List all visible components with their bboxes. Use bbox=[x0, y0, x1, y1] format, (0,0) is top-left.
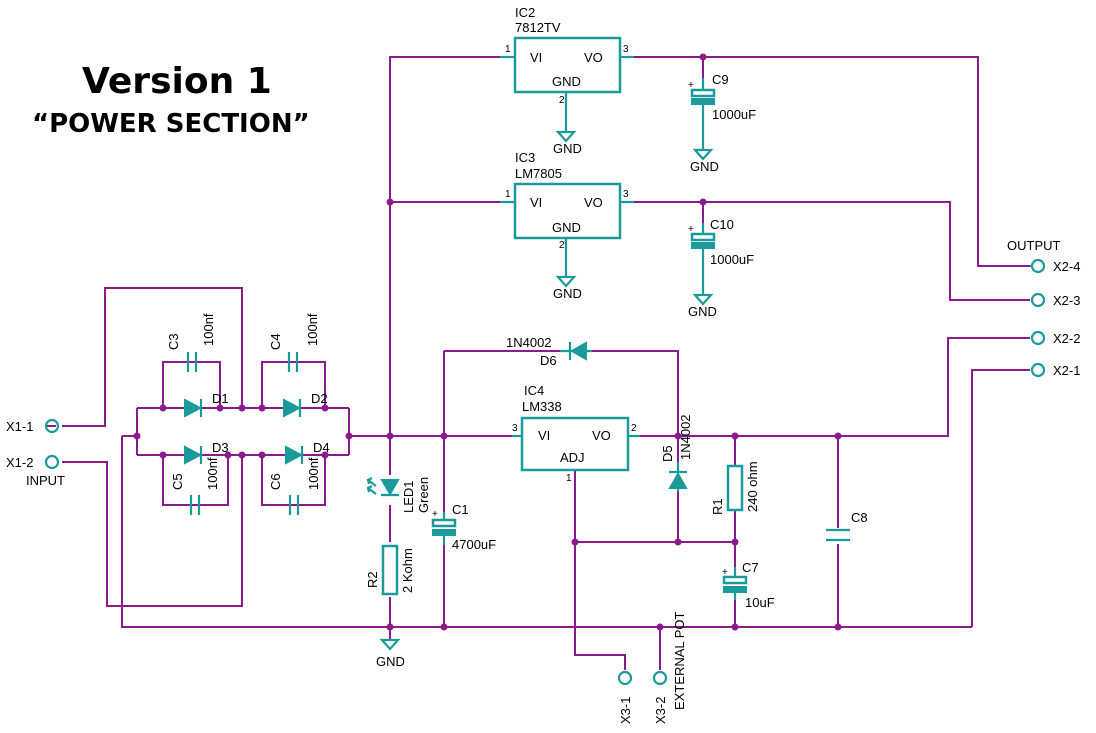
c5-name: C5 bbox=[170, 473, 185, 490]
x1-2-label: X1-2 bbox=[6, 455, 33, 470]
ic4-vo-label: VO bbox=[592, 428, 611, 443]
diode-d6: 1N4002 D6 bbox=[506, 335, 592, 368]
ic4-pin2: 2 bbox=[631, 423, 637, 434]
c9-name: C9 bbox=[712, 72, 729, 87]
capacitor-c8: C8 bbox=[826, 510, 868, 542]
ic3-regulator: IC3 LM7805 VI VO GND 1 3 2 GND bbox=[500, 150, 634, 301]
c7-name: C7 bbox=[742, 560, 759, 575]
ic2-pin3: 3 bbox=[623, 44, 629, 55]
d3-label: D3 bbox=[212, 440, 229, 455]
ic4-name: IC4 bbox=[524, 383, 544, 398]
capacitor-c10: + C10 1000uF GND bbox=[688, 217, 754, 319]
c6-name: C6 bbox=[268, 473, 283, 490]
c8-name: C8 bbox=[851, 510, 868, 525]
ic3-vo-label: VO bbox=[584, 195, 603, 210]
ic4-pin3: 3 bbox=[512, 423, 518, 434]
output-connectors: OUTPUT X2-4 X2-3 X2-2 X2-1 bbox=[1007, 238, 1080, 378]
d4-label: D4 bbox=[313, 440, 330, 455]
c9-gnd-label: GND bbox=[690, 159, 719, 174]
junction-nodes bbox=[133, 53, 842, 631]
ic4-adj-label: ADJ bbox=[560, 450, 585, 465]
diode-d5: D5 1N4002 bbox=[660, 414, 693, 492]
x2-2-label: X2-2 bbox=[1053, 331, 1080, 346]
r2-name: R2 bbox=[365, 571, 380, 588]
c9-value: 1000uF bbox=[712, 107, 756, 122]
d6-name: D6 bbox=[540, 353, 557, 368]
led-and-r2: LED1 Green R2 2 Kohm GND bbox=[365, 477, 431, 669]
r2-gnd-label: GND bbox=[376, 654, 405, 669]
d5-name: D5 bbox=[660, 445, 675, 462]
c10-gnd-label: GND bbox=[688, 304, 717, 319]
c4-value: 100nf bbox=[305, 313, 320, 346]
ic2-pin2: 2 bbox=[559, 95, 565, 106]
ic2-name: IC2 bbox=[515, 5, 535, 20]
d2-label: D2 bbox=[311, 391, 328, 406]
input-connectors: X1-1 X1-2 INPUT bbox=[6, 418, 65, 488]
capacitor-c7: + C7 10uF bbox=[722, 560, 775, 610]
ic3-gnd-symbol-label: GND bbox=[553, 286, 582, 301]
c5-value: 100nf bbox=[205, 457, 220, 490]
c3-value: 100nf bbox=[201, 313, 216, 346]
ic2-vi-label: VI bbox=[530, 50, 542, 65]
led1-color: Green bbox=[416, 477, 431, 513]
x3-1-label: X3-1 bbox=[618, 697, 633, 724]
svg-text:+: + bbox=[688, 224, 694, 235]
ic2-pin1: 1 bbox=[505, 44, 511, 55]
schematic-title: Version 1 bbox=[82, 61, 272, 102]
d5-part: 1N4002 bbox=[678, 414, 693, 460]
x3-connectors: X3-1 X3-2 EXTERNAL POT bbox=[617, 611, 687, 724]
svg-text:+: + bbox=[722, 567, 728, 578]
c1-name: C1 bbox=[452, 502, 469, 517]
ic2-regulator: IC2 7812TV VI VO GND 1 3 2 GND bbox=[500, 5, 634, 156]
ic3-pin2: 2 bbox=[559, 240, 565, 251]
external-pot-label: EXTERNAL POT bbox=[672, 611, 687, 710]
x3-2-label: X3-2 bbox=[653, 697, 668, 724]
ic3-name: IC3 bbox=[515, 150, 535, 165]
capacitor-c9: + C9 1000uF GND bbox=[688, 72, 756, 174]
bridge-rectifier: D1 D2 D3 D4 C3 100nf C4 100nf C5 100nf C… bbox=[166, 313, 330, 515]
ic3-gnd-label: GND bbox=[552, 220, 581, 235]
x2-3-label: X2-3 bbox=[1053, 293, 1080, 308]
ic3-part: LM7805 bbox=[515, 166, 562, 181]
input-label: INPUT bbox=[26, 473, 65, 488]
d1-label: D1 bbox=[212, 391, 229, 406]
c3-name: C3 bbox=[166, 333, 181, 350]
x2-1-label: X2-1 bbox=[1053, 363, 1080, 378]
c7-value: 10uF bbox=[745, 595, 775, 610]
r1-name: R1 bbox=[710, 498, 725, 515]
c4-name: C4 bbox=[268, 333, 283, 350]
ic2-vo-label: VO bbox=[584, 50, 603, 65]
ic4-part: LM338 bbox=[522, 399, 562, 414]
ic3-pin3: 3 bbox=[623, 189, 629, 200]
wires bbox=[46, 56, 1030, 670]
ic4-vi-label: VI bbox=[538, 428, 550, 443]
ic2-part: 7812TV bbox=[515, 20, 561, 35]
x1-1-label: X1-1 bbox=[6, 419, 33, 434]
c6-value: 100nf bbox=[306, 457, 321, 490]
output-label: OUTPUT bbox=[1007, 238, 1061, 253]
ic2-gnd-symbol-label: GND bbox=[553, 141, 582, 156]
c10-value: 1000uF bbox=[710, 252, 754, 267]
capacitor-c1: + C1 4700uF bbox=[431, 502, 496, 552]
ic2-gnd-label: GND bbox=[552, 74, 581, 89]
schematic-subtitle: “POWER SECTION” bbox=[32, 109, 310, 139]
svg-text:+: + bbox=[688, 80, 694, 91]
d6-part: 1N4002 bbox=[506, 335, 552, 350]
svg-text:+: + bbox=[432, 509, 438, 520]
ic4-pin1: 1 bbox=[566, 473, 572, 484]
ic4-regulator: IC4 LM338 VI VO ADJ 3 2 1 bbox=[512, 383, 640, 484]
ic3-pin1: 1 bbox=[505, 189, 511, 200]
resistor-r1: R1 240 ohm bbox=[710, 461, 760, 515]
ic3-vi-label: VI bbox=[530, 195, 542, 210]
c10-name: C10 bbox=[710, 217, 734, 232]
led1-name: LED1 bbox=[401, 480, 416, 513]
x2-4-label: X2-4 bbox=[1053, 259, 1080, 274]
r1-value: 240 ohm bbox=[745, 461, 760, 512]
r2-value: 2 Kohm bbox=[400, 548, 415, 593]
c1-value: 4700uF bbox=[452, 537, 496, 552]
